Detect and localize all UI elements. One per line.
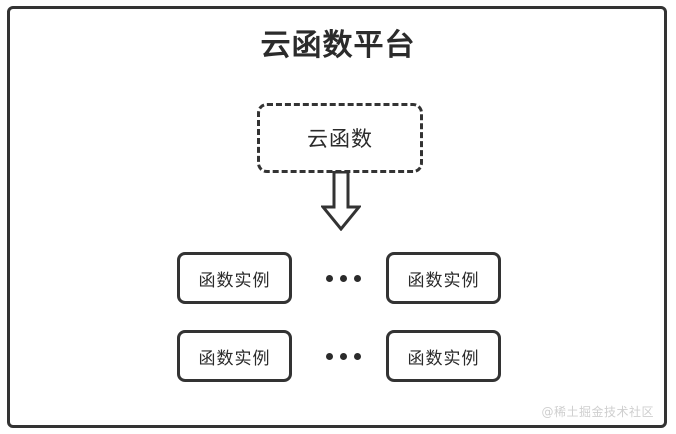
cloud-function-node: 云函数	[257, 103, 423, 173]
ellipsis-dot	[325, 352, 333, 360]
instance-ellipsis	[305, 330, 381, 382]
function-instance-label: 函数实例	[198, 270, 271, 291]
function-instance-node: 函数实例	[386, 252, 501, 304]
cloud-function-label: 云函数	[307, 127, 373, 151]
function-instance-label: 函数实例	[407, 270, 480, 291]
function-instance-label: 函数实例	[407, 348, 480, 369]
page-title: 云函数平台	[260, 28, 416, 63]
ellipsis-dot	[353, 352, 361, 360]
function-instance-node: 函数实例	[177, 252, 292, 304]
ellipsis-dot	[339, 352, 347, 360]
function-instance-node: 函数实例	[386, 330, 501, 382]
function-instance-node: 函数实例	[177, 330, 292, 382]
watermark: @稀土掘金技术社区	[541, 405, 654, 419]
ellipsis-dot	[353, 274, 361, 282]
ellipsis-dot	[339, 274, 347, 282]
down-block-arrow-icon	[319, 170, 363, 232]
instance-ellipsis	[305, 252, 381, 304]
ellipsis-dot	[325, 274, 333, 282]
function-instance-label: 函数实例	[198, 348, 271, 369]
